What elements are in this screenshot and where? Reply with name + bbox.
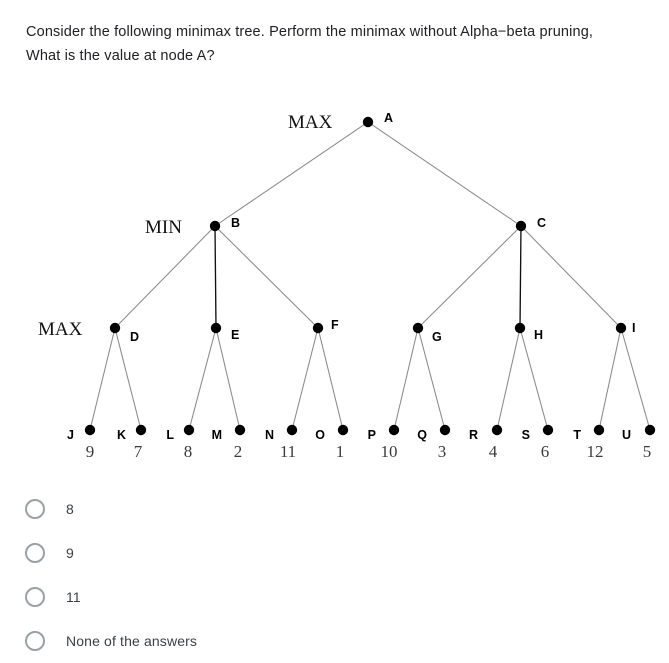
- tree-node-label-h: H: [534, 328, 543, 342]
- tree-leaf-dot-j: [84, 424, 96, 436]
- tree-leaf-value-r: 4: [489, 442, 498, 461]
- tree-leaf-value-o: 1: [336, 442, 345, 461]
- level-label-max-third: MAX: [38, 319, 83, 340]
- tree-node-dot-e: [210, 322, 222, 334]
- tree-node-dot-c: [515, 220, 527, 232]
- tree-leaf-value-n: 11: [280, 442, 296, 461]
- tree-leaf-label-u: U: [622, 428, 631, 442]
- tree-edge-H-R: [496, 327, 521, 431]
- tree-edge-E-M: [215, 327, 241, 431]
- tree-leaf-dot-k: [135, 424, 147, 436]
- tree-leaf-dot-u: [644, 424, 656, 436]
- question-text: Consider the following minimax tree. Per…: [26, 24, 594, 64]
- tree-edge-C-I: [520, 225, 622, 329]
- tree-edge-B-D: [114, 225, 216, 329]
- tree-leaf-label-t: T: [573, 428, 581, 442]
- tree-leaves: J9 K7 L8 M2 N 11 O1 P 10 Q3 R4 S6 T 12 U5: [67, 424, 656, 461]
- tree-leaf-value-m: 2: [234, 442, 243, 461]
- answer-options-list: 8 9 11 None of the answers: [24, 487, 424, 663]
- tree-level-labels: MAX MIN MAX: [38, 112, 333, 340]
- radio-button-2[interactable]: [25, 587, 45, 607]
- answer-option-2[interactable]: 11: [24, 575, 424, 619]
- tree-node-label-g: G: [432, 330, 442, 344]
- tree-leaf-value-u: 5: [643, 442, 652, 461]
- answer-option-3[interactable]: None of the answers: [24, 619, 424, 663]
- radio-button-1[interactable]: [25, 543, 45, 563]
- tree-edge-F-O: [317, 327, 344, 431]
- tree-edge-B-E: [214, 225, 217, 329]
- tree-leaf-dot-p: [388, 424, 400, 436]
- tree-leaf-label-q: Q: [417, 428, 427, 442]
- tree-edge-A-C: [367, 121, 522, 227]
- answer-option-1[interactable]: 9: [24, 531, 424, 575]
- tree-leaf-dot-q: [439, 424, 451, 436]
- tree-leaf-value-j: 9: [86, 442, 95, 461]
- tree-node-dot-i: [615, 322, 627, 334]
- tree-node-dot-a: [362, 116, 374, 128]
- tree-leaf-dot-t: [593, 424, 605, 436]
- tree-node-label-d: D: [130, 330, 139, 344]
- minimax-tree-svg: A B C D E F G H I J9 K7 L8 M2 N 11 O1 P 10 Q3 R4 S6 T 12 U5 MA…: [38, 111, 656, 461]
- tree-node-dot-b: [209, 220, 221, 232]
- tree-nodes: A B C D E F G H I: [109, 111, 635, 344]
- tree-leaf-label-o: O: [315, 428, 325, 442]
- tree-node-label-i: I: [632, 321, 635, 335]
- tree-leaf-value-s: 6: [541, 442, 550, 461]
- tree-leaf-value-t: 12: [587, 442, 604, 461]
- radio-button-3[interactable]: [25, 631, 45, 651]
- answer-option-0[interactable]: 8: [24, 487, 424, 531]
- tree-leaf-label-j: J: [67, 428, 74, 442]
- tree-leaf-label-s: S: [522, 428, 530, 442]
- tree-leaf-label-k: K: [117, 428, 126, 442]
- tree-edge-D-K: [114, 327, 142, 431]
- tree-node-label-c: C: [537, 216, 546, 230]
- tree-node-dot-g: [412, 322, 424, 334]
- tree-leaf-dot-m: [234, 424, 246, 436]
- tree-edge-H-S: [519, 327, 549, 431]
- answer-label-1: 9: [66, 545, 74, 561]
- tree-node-label-f: F: [331, 318, 339, 332]
- answer-label-0: 8: [66, 501, 74, 517]
- tree-node-dot-f: [312, 322, 324, 334]
- tree-leaf-label-m: M: [212, 428, 222, 442]
- tree-edge-C-G: [417, 225, 522, 329]
- tree-edge-B-F: [214, 225, 319, 329]
- answer-label-2: 11: [66, 589, 81, 605]
- tree-edge-D-J: [89, 327, 116, 431]
- tree-edge-I-U: [620, 327, 651, 431]
- tree-node-dot-h: [514, 322, 526, 334]
- tree-edge-G-Q: [417, 327, 446, 431]
- tree-node-dot-d: [109, 322, 121, 334]
- tree-leaf-dot-n: [286, 424, 298, 436]
- tree-leaf-dot-r: [491, 424, 503, 436]
- answer-label-3: None of the answers: [66, 633, 198, 649]
- tree-leaf-dot-l: [183, 424, 195, 436]
- tree-edge-F-N: [291, 327, 319, 431]
- tree-node-label-b: B: [231, 216, 240, 230]
- radio-button-0[interactable]: [25, 499, 45, 519]
- tree-leaf-value-k: 7: [134, 442, 143, 461]
- tree-edge-E-L: [188, 327, 217, 431]
- level-label-max-root: MAX: [288, 112, 333, 133]
- tree-edges: [89, 121, 651, 431]
- tree-leaf-value-p: 10: [381, 442, 398, 461]
- tree-leaf-value-l: 8: [184, 442, 193, 461]
- tree-leaf-label-p: P: [368, 428, 376, 442]
- tree-leaf-dot-s: [542, 424, 554, 436]
- tree-leaf-label-r: R: [469, 428, 478, 442]
- tree-edge-A-B: [214, 121, 369, 227]
- tree-node-label-a: A: [384, 111, 393, 125]
- tree-leaf-label-l: L: [166, 428, 174, 442]
- tree-leaf-value-q: 3: [438, 442, 447, 461]
- tree-edge-G-P: [393, 327, 419, 431]
- tree-leaf-label-n: N: [265, 428, 274, 442]
- tree-edge-I-T: [598, 327, 622, 431]
- tree-leaf-dot-o: [337, 424, 349, 436]
- tree-node-label-e: E: [231, 328, 239, 342]
- tree-edge-C-H: [519, 225, 522, 329]
- level-label-min: MIN: [145, 217, 182, 238]
